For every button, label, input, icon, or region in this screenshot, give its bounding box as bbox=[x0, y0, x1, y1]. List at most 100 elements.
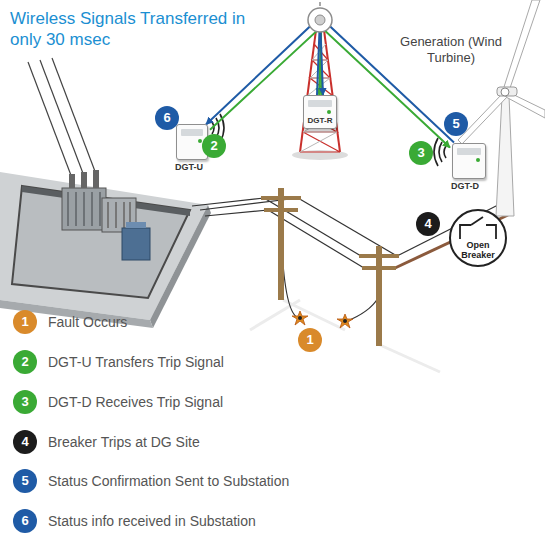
callout-number: 6 bbox=[13, 509, 37, 533]
fault-spark bbox=[337, 314, 353, 328]
legend-swatch: 5 bbox=[13, 469, 37, 493]
wind-turbine bbox=[496, 96, 514, 216]
ground-shadow bbox=[250, 300, 300, 330]
breaker-switch-symbol bbox=[460, 217, 496, 239]
callout-number: 2 bbox=[13, 350, 37, 374]
legend-swatch: 3 bbox=[13, 390, 37, 414]
callout-number: 5 bbox=[444, 112, 468, 136]
node-label: Open Breaker bbox=[457, 240, 499, 260]
substation bbox=[0, 172, 208, 320]
power-lines bbox=[298, 198, 397, 256]
utility-pole bbox=[261, 188, 399, 346]
tower-dish bbox=[319, 2, 321, 6]
power-lines bbox=[192, 198, 264, 206]
ground-shadow bbox=[380, 345, 440, 372]
fault-spark bbox=[292, 311, 353, 328]
utility-pole bbox=[278, 188, 284, 300]
fault-spark bbox=[292, 311, 308, 325]
callout-circle: 6 bbox=[155, 106, 179, 130]
transformer bbox=[69, 174, 75, 188]
transformer bbox=[107, 202, 109, 228]
tower-dish bbox=[315, 15, 325, 25]
device-panel bbox=[308, 100, 332, 107]
legend-text: Status Confirmation Sent to Substation bbox=[48, 472, 289, 490]
callout-circle: 2 bbox=[202, 134, 226, 158]
power-lines bbox=[192, 198, 500, 322]
power-lines bbox=[282, 250, 300, 318]
utility-pole bbox=[261, 196, 301, 200]
utility-pole bbox=[362, 266, 396, 270]
device-led bbox=[476, 158, 480, 162]
transformer bbox=[81, 172, 87, 188]
callout-circle: 3 bbox=[409, 141, 433, 165]
transformer bbox=[62, 170, 106, 230]
node-label: DGT-R bbox=[304, 116, 336, 126]
transformer bbox=[115, 202, 117, 228]
power-lines bbox=[345, 298, 378, 322]
callout-number: 4 bbox=[416, 212, 440, 236]
callout-number: 6 bbox=[155, 106, 179, 130]
transformer bbox=[75, 192, 77, 226]
transformer bbox=[99, 192, 101, 226]
transformer bbox=[83, 192, 85, 226]
legend-swatch: 6 bbox=[13, 509, 37, 533]
wind-turbine bbox=[497, 87, 517, 96]
switchgear-box bbox=[122, 228, 150, 260]
node-label: DGT-D bbox=[451, 181, 479, 192]
annotation-text: Generation (Wind Turbine) bbox=[396, 34, 506, 66]
callout-number: 2 bbox=[202, 134, 226, 158]
switchgear-box bbox=[122, 222, 150, 260]
breaker-callout: Open Breaker bbox=[449, 209, 507, 267]
legend-swatch: 1 bbox=[13, 310, 37, 334]
legend-text: Fault Occurs bbox=[48, 313, 127, 331]
wireless-waves bbox=[212, 114, 446, 166]
callout-circle: 4 bbox=[416, 212, 440, 236]
incoming-lines bbox=[28, 58, 96, 178]
legend-text: DGT-U Transfers Trip Signal bbox=[48, 353, 224, 371]
incoming-lines bbox=[40, 60, 84, 176]
callout-number: 3 bbox=[13, 390, 37, 414]
tower-dish bbox=[308, 8, 332, 32]
substation bbox=[12, 186, 190, 298]
wireless-waves bbox=[439, 142, 442, 162]
legend-swatch: 2 bbox=[13, 350, 37, 374]
callout-number: 5 bbox=[13, 469, 37, 493]
breaker-outline bbox=[450, 210, 506, 266]
device-panel bbox=[457, 148, 481, 155]
dgt-device: DGT-D bbox=[452, 143, 486, 179]
legend-text: Breaker Trips at DG Site bbox=[48, 433, 200, 451]
switchgear-box bbox=[126, 222, 146, 228]
transformer bbox=[62, 188, 106, 230]
fault-spark bbox=[298, 316, 302, 320]
incoming-lines bbox=[52, 58, 96, 174]
transformer bbox=[91, 192, 93, 226]
transformer bbox=[67, 192, 69, 226]
device-panel bbox=[181, 129, 203, 136]
legend-swatch: 4 bbox=[13, 430, 37, 454]
ground-shadow bbox=[250, 300, 440, 372]
diagram-title: Wireless Signals Transferred in only 30 … bbox=[10, 8, 252, 50]
utility-pole bbox=[264, 208, 298, 212]
callout-number: 1 bbox=[13, 310, 37, 334]
callout-circle: 5 bbox=[444, 112, 468, 136]
wireless-waves bbox=[444, 146, 446, 158]
dgt-device: DGT-R bbox=[303, 95, 337, 129]
transformer bbox=[93, 170, 99, 188]
callout-circle: 1 bbox=[298, 328, 322, 352]
substation bbox=[0, 58, 211, 328]
device-led bbox=[327, 110, 331, 114]
callout-number: 4 bbox=[13, 430, 37, 454]
wind-turbine bbox=[501, 88, 509, 96]
node-label: DGT-U bbox=[175, 162, 203, 173]
utility-pole bbox=[376, 246, 382, 346]
wireless-waves bbox=[434, 138, 438, 166]
incoming-lines bbox=[28, 62, 72, 178]
callout-number: 3 bbox=[409, 141, 433, 165]
legend-text: Status info received in Substation bbox=[48, 512, 256, 530]
utility-pole bbox=[359, 254, 399, 258]
